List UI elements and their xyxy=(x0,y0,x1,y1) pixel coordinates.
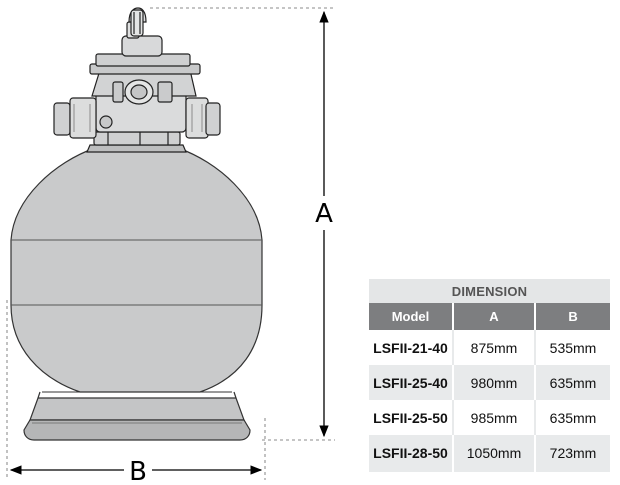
cell-b: 535mm xyxy=(533,330,611,365)
table-row: LSFII-21-40 875mm 535mm xyxy=(369,330,611,365)
cell-a: 985mm xyxy=(452,400,535,435)
filter-tank xyxy=(10,147,263,393)
column-header-b: B xyxy=(533,303,611,330)
cell-a: 980mm xyxy=(452,365,535,400)
extension-lines xyxy=(6,7,335,480)
cell-b: 723mm xyxy=(533,435,611,471)
column-header-a: A xyxy=(452,303,535,330)
tank-base xyxy=(23,391,251,441)
cell-a: 875mm xyxy=(452,330,535,365)
dimension-a-label: A xyxy=(315,199,333,229)
cell-model: LSFII-21-40 xyxy=(369,330,453,365)
cell-model: LSFII-25-50 xyxy=(369,400,453,435)
dimension-a: A xyxy=(307,10,341,438)
column-header-model: Model xyxy=(369,303,453,330)
cell-a: 1050mm xyxy=(452,435,535,471)
table-row: LSFII-25-50 985mm 635mm xyxy=(369,400,611,435)
dimension-b-label: B xyxy=(129,457,147,485)
table-row: LSFII-28-50 1050mm 723mm xyxy=(369,435,611,471)
table-header-row: Model A B xyxy=(369,303,611,330)
cell-model: LSFII-28-50 xyxy=(369,435,453,471)
tank-body xyxy=(10,147,263,393)
table-row: LSFII-25-40 980mm 635mm xyxy=(369,365,611,400)
multiport-valve xyxy=(53,7,221,153)
dimension-table: DIMENSION Model A B LSFII-21-40 875mm 53… xyxy=(369,279,611,472)
cell-b: 635mm xyxy=(533,365,611,400)
cell-b: 635mm xyxy=(533,400,611,435)
dimension-b: B xyxy=(9,454,263,485)
table-title: DIMENSION xyxy=(369,279,611,303)
cell-model: LSFII-25-40 xyxy=(369,365,453,400)
